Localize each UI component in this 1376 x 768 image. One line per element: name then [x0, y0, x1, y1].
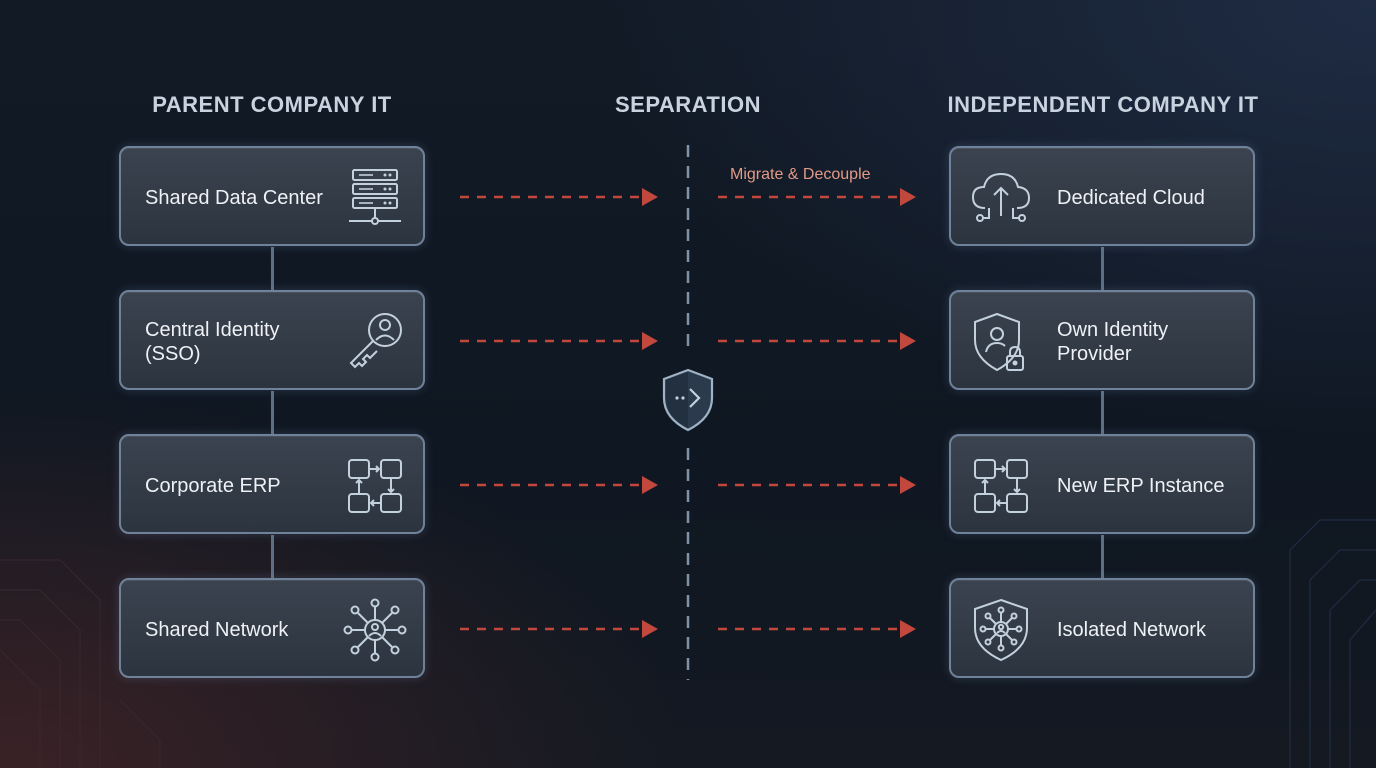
shield-user-lock-icon — [974, 312, 1024, 372]
heading-independent-company-it: INDEPENDENT COMPANY IT — [947, 92, 1259, 117]
card-dedicated-cloud: Dedicated Cloud — [949, 146, 1255, 246]
workflow-blocks-icon — [348, 459, 402, 513]
network-hub-icon — [343, 598, 407, 662]
card-label: Isolated Network — [1057, 619, 1206, 641]
card-own-identity-provider: Own Identity Provider — [949, 290, 1255, 390]
arrowhead — [642, 620, 658, 638]
left-connector-3 — [271, 535, 274, 579]
arrowhead — [900, 476, 916, 494]
key-user-icon — [349, 313, 402, 369]
card-shared-data-center: Shared Data Center — [119, 146, 425, 246]
right-connector-1 — [1101, 247, 1104, 291]
arrowhead — [642, 188, 658, 206]
arrowhead — [900, 188, 916, 206]
shield-network-icon — [974, 598, 1028, 662]
right-connector-3 — [1101, 535, 1104, 579]
card-label: Dedicated Cloud — [1057, 187, 1205, 209]
card-label: New ERP Instance — [1057, 475, 1225, 497]
card-central-identity: Central Identity (SSO) — [119, 290, 425, 390]
card-label: Shared Network — [145, 619, 289, 641]
left-connector-1 — [271, 247, 274, 291]
card-label: Corporate ERP — [145, 475, 281, 497]
card-label: Central Identity (SSO) — [145, 319, 280, 365]
card-isolated-network: Isolated Network — [949, 578, 1255, 678]
heading-parent-company-it: PARENT COMPANY IT — [152, 92, 392, 117]
right-connector-2 — [1101, 391, 1104, 435]
card-label: Shared Data Center — [145, 187, 323, 209]
card-corporate-erp: Corporate ERP — [119, 434, 425, 534]
arrowhead — [642, 332, 658, 350]
card-shared-network: Shared Network — [119, 578, 425, 678]
heading-separation: SEPARATION — [615, 92, 761, 117]
arrowhead — [900, 620, 916, 638]
shield-arrow-icon — [662, 368, 714, 432]
server-rack-icon — [349, 169, 401, 225]
cloud-upload-icon — [971, 172, 1031, 222]
arrowhead — [642, 476, 658, 494]
left-connector-2 — [271, 391, 274, 435]
card-label: Own Identity Provider — [1057, 319, 1169, 365]
arrowhead — [900, 332, 916, 350]
card-new-erp-instance: New ERP Instance — [949, 434, 1255, 534]
workflow-blocks-icon — [974, 459, 1028, 513]
migrate-decouple-annotation: Migrate & Decouple — [730, 166, 871, 183]
